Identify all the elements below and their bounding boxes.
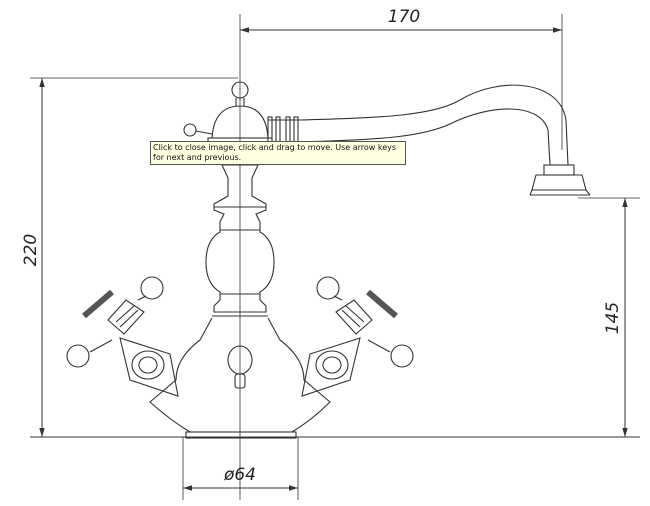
dimension-170 xyxy=(240,14,563,150)
dimension-145 xyxy=(578,197,640,437)
dimension-145-label: 145 xyxy=(603,302,623,334)
faucet-outline xyxy=(66,81,591,439)
left-handle xyxy=(66,276,179,397)
dimension-diameter-64-label: ø64 xyxy=(223,465,256,485)
dimension-170-label: 170 xyxy=(388,7,420,27)
dimension-220 xyxy=(30,77,238,437)
image-viewer-tooltip[interactable]: Click to close image, click and drag to … xyxy=(150,141,406,165)
dimension-diameter-64 xyxy=(182,437,299,500)
dimension-220-label: 220 xyxy=(21,234,41,266)
right-handle xyxy=(301,276,414,397)
